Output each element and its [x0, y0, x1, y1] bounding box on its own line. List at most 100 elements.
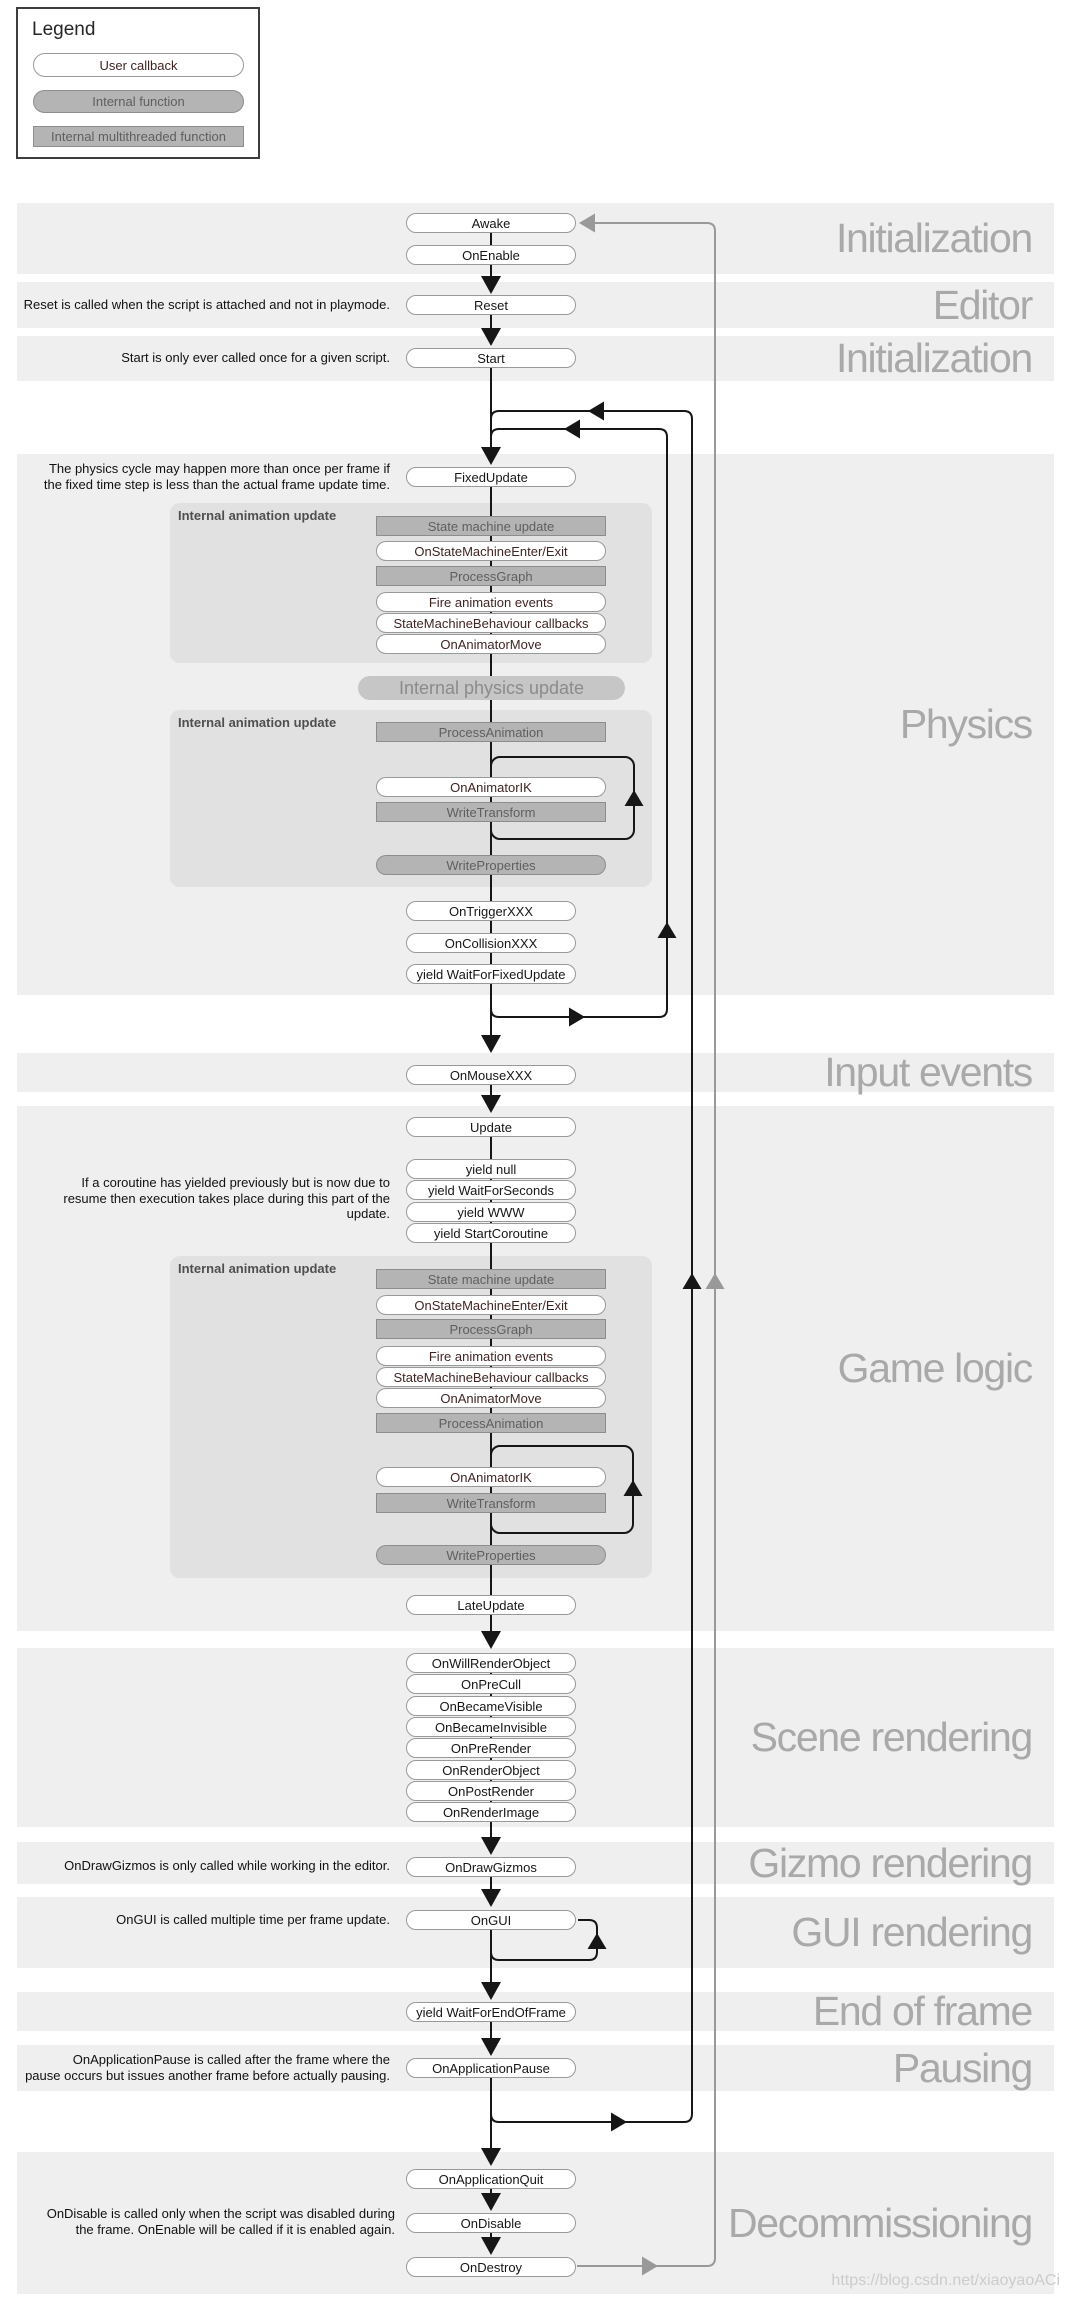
section-label-gui-rendering: GUI rendering: [791, 1909, 1033, 1955]
node-writetransform-physics: WriteTransform: [376, 802, 606, 822]
animator-ik-loop-gamelogic: [490, 1445, 634, 1534]
arrowhead-ongui-loop: [587, 1933, 607, 1949]
physics-loop-line: [490, 428, 668, 1018]
node-writetransform-gamelogic: WriteTransform: [376, 1493, 606, 1513]
node-reset: Reset: [406, 295, 576, 315]
node-internal-physics-update: Internal physics update: [358, 676, 625, 700]
arrowhead-physics-loop-right: [569, 1007, 585, 1027]
legend-item-internal-multithreaded-function: Internal multithreaded function: [33, 126, 244, 147]
node-awake: Awake: [406, 213, 576, 233]
note-physics: The physics cycle may happen more than o…: [43, 461, 390, 492]
ongui-loop-line: [490, 1919, 598, 1961]
node-onenable: OnEnable: [406, 245, 576, 265]
section-label-end-of-frame: End of frame: [812, 1988, 1033, 2034]
band-editor: Editor: [17, 282, 1054, 328]
internal-animation-box-label: Internal animation update: [178, 508, 337, 523]
node-oncollisionxxx: OnCollisionXXX: [406, 933, 576, 953]
band-pausing: Pausing: [17, 2045, 1054, 2091]
animator-ik-loop-physics: [490, 756, 635, 840]
node-onmousexxx: OnMouseXXX: [406, 1065, 576, 1085]
node-processanimation-gamelogic: ProcessAnimation: [376, 1413, 606, 1433]
arrowhead-into-disable: [481, 2193, 501, 2211]
arrowhead-physics-loop-up: [657, 922, 677, 938]
note-gizmos: OnDrawGizmos is only called while workin…: [64, 1858, 390, 1873]
node-onanimatorik-gamelogic: OnAnimatorIK: [376, 1467, 606, 1487]
note-pause: OnApplicationPause is called after the f…: [25, 2052, 390, 2083]
section-label-physics: Physics: [899, 701, 1033, 747]
node-statemachinebehaviour-callbacks-gamelogic: StateMachineBehaviour callbacks: [376, 1367, 606, 1387]
node-state-machine-update-physics: State machine update: [376, 516, 606, 536]
section-label-scene-rendering: Scene rendering: [750, 1714, 1034, 1760]
pause-loop-line: [490, 410, 693, 2123]
node-ondestroy: OnDestroy: [406, 2257, 576, 2277]
node-fire-animation-events-gamelogic: Fire animation events: [376, 1346, 606, 1366]
note-coroutine: If a coroutine has yielded previously bu…: [63, 1175, 390, 1221]
legend-item-user-callback: User callback: [33, 53, 244, 77]
node-fixedupdate: FixedUpdate: [406, 467, 576, 487]
node-onstatemachineenterexit-physics: OnStateMachineEnter/Exit: [376, 541, 606, 561]
arrowhead-gray-right: [642, 2256, 658, 2276]
node-ondrawgizmos: OnDrawGizmos: [406, 1857, 576, 1877]
note-disable: OnDisable is called only when the script…: [46, 2206, 395, 2237]
arrowhead-ik-loop-physics: [624, 790, 644, 806]
arrowhead-physics-loop-left: [564, 419, 580, 439]
node-processgraph-physics: ProcessGraph: [376, 566, 606, 586]
arrowhead-into-onmouse: [481, 1035, 501, 1053]
internal-animation-box-label: Internal animation update: [178, 715, 337, 730]
node-onrenderobject: OnRenderObject: [406, 1760, 576, 1780]
node-state-machine-update-gamelogic: State machine update: [376, 1269, 606, 1289]
section-label-gizmo-rendering: Gizmo rendering: [748, 1839, 1033, 1886]
node-fire-animation-events-physics: Fire animation events: [376, 592, 606, 612]
destroy-awake-loop-line: [577, 222, 716, 2267]
node-ontriggerxxx: OnTriggerXXX: [406, 901, 576, 921]
section-label-game-logic: Game logic: [837, 1345, 1034, 1391]
node-yield-startcoroutine: yield StartCoroutine: [406, 1223, 576, 1243]
section-label-input-events: Input events: [824, 1049, 1033, 1095]
node-yield-waitforfixedupdate: yield WaitForFixedUpdate: [406, 964, 576, 984]
node-onanimatormove-gamelogic: OnAnimatorMove: [376, 1388, 606, 1408]
section-label-initialization-2: Initialization: [835, 335, 1033, 381]
internal-animation-box-label: Internal animation update: [178, 1261, 337, 1276]
arrowhead-gray-into-awake: [579, 213, 595, 233]
node-yield-waitforendofframe: yield WaitForEndOfFrame: [406, 2002, 576, 2022]
arrowhead-into-quit: [481, 2148, 501, 2166]
legend-item-internal-function: Internal function: [33, 90, 244, 113]
node-onprerender: OnPreRender: [406, 1738, 576, 1758]
arrowhead-into-start: [481, 328, 501, 346]
section-label-pausing: Pausing: [892, 2044, 1033, 2091]
legend-title: Legend: [32, 19, 96, 40]
note-start: Start is only ever called once for a giv…: [121, 350, 390, 365]
node-ondisable: OnDisable: [406, 2213, 576, 2233]
node-onwillrenderobject: OnWillRenderObject: [406, 1653, 576, 1673]
arrowhead-into-reset: [481, 276, 501, 294]
band-gui-rendering: GUI rendering: [17, 1897, 1054, 1968]
arrowhead-into-pause: [481, 2038, 501, 2056]
arrowhead-into-endofframe: [481, 1982, 501, 2000]
section-label-decommissioning: Decommissioning: [727, 2199, 1033, 2246]
node-statemachinebehaviour-callbacks-physics: StateMachineBehaviour callbacks: [376, 613, 606, 633]
arrowhead-pause-loop-left: [588, 401, 604, 421]
arrowhead-into-onwillrenderobject: [481, 1631, 501, 1649]
arrowhead-into-update: [481, 1095, 501, 1113]
arrowhead-into-fixedupdate: [481, 447, 501, 465]
note-reset: Reset is called when the script is attac…: [23, 297, 390, 312]
arrowhead-gray-up: [705, 1273, 725, 1289]
node-onrenderimage: OnRenderImage: [406, 1802, 576, 1822]
node-onpostrender: OnPostRender: [406, 1781, 576, 1801]
arrowhead-ik-loop-gamelogic: [623, 1480, 643, 1496]
node-onbecameinvisible: OnBecameInvisible: [406, 1717, 576, 1737]
section-label-initialization-1: Initialization: [835, 215, 1033, 261]
section-label-editor: Editor: [932, 281, 1034, 328]
node-lateupdate: LateUpdate: [406, 1595, 576, 1615]
node-processgraph-gamelogic: ProcessGraph: [376, 1319, 606, 1339]
arrowhead-into-destroy: [481, 2237, 501, 2255]
note-gui: OnGUI is called multiple time per frame …: [116, 1912, 390, 1927]
node-ongui: OnGUI: [406, 1910, 576, 1930]
node-update: Update: [406, 1117, 576, 1137]
arrowhead-into-ondrawgizmos: [481, 1837, 501, 1855]
node-onanimatorik-physics: OnAnimatorIK: [376, 777, 606, 797]
node-processanimation-physics: ProcessAnimation: [376, 722, 606, 742]
arrowhead-pause-loop-up: [682, 1273, 702, 1289]
